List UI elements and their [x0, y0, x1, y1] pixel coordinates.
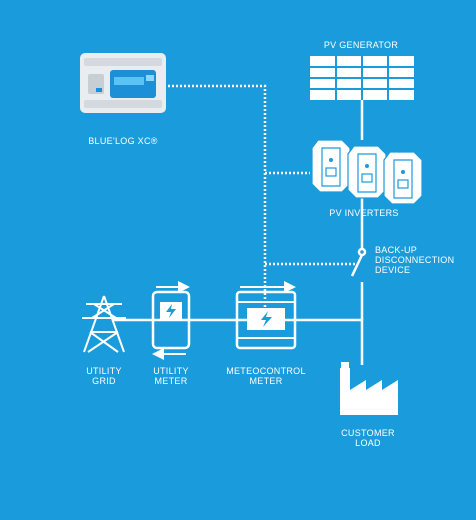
pv-generator-label: PV GENERATOR [323, 40, 399, 50]
transmission-tower-icon [82, 295, 126, 353]
bluelog-logger-device [80, 53, 166, 113]
solar-panel-array-icon [310, 56, 414, 100]
utility-meter-label: UTILITY METER [153, 366, 189, 386]
pv-inverters-label: PV INVERTERS [329, 208, 399, 218]
inverter-icon [311, 139, 423, 205]
communication-lines [168, 84, 355, 320]
meteocontrol-meter-label: METEOCONTROL METER [226, 366, 306, 386]
backup-device-label: BACK-UP DISCONNECTION DEVICE [375, 245, 455, 275]
factory-icon [340, 362, 398, 415]
switch-icon [350, 247, 367, 320]
logger-comm-line [168, 84, 267, 320]
customer-load-label: CUSTOMER LOAD [341, 428, 395, 448]
electricity-meter-icon [151, 281, 191, 360]
logger-label: BLUE'LOG XC® [88, 136, 158, 146]
energy-meter-icon [235, 281, 297, 350]
utility-grid-label: UTILITY GRID [86, 366, 122, 386]
